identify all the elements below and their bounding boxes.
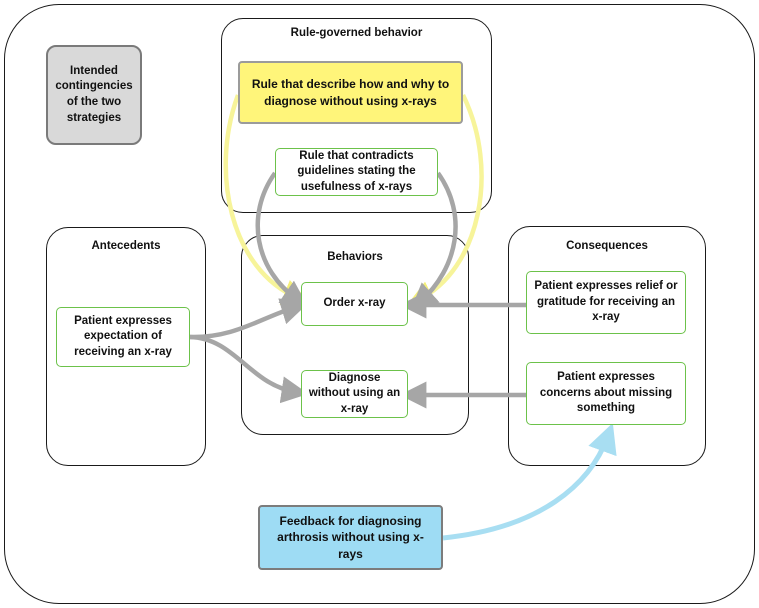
node-patient-expectation: Patient expresses expectation of receivi… (56, 307, 190, 367)
node-rule-contradicts: Rule that contradicts guidelines stating… (275, 148, 438, 196)
node-diagnose-without: Diagnose without using an x-ray (301, 370, 408, 418)
legend-intended-contingencies: Intended contingencies of the two strate… (46, 45, 142, 145)
group-title-behaviors: Behaviors (327, 251, 383, 263)
node-order-xray: Order x-ray (301, 282, 408, 326)
node-patient-concerns: Patient expresses concerns about missing… (526, 362, 686, 425)
group-title-antecedents: Antecedents (91, 240, 161, 252)
group-consequences: Consequences (508, 226, 706, 466)
group-title-rule-governed: Rule-governed behavior (290, 27, 423, 39)
group-title-consequences: Consequences (566, 240, 648, 252)
node-patient-relief: Patient expresses relief or gratitude fo… (526, 271, 686, 334)
node-feedback: Feedback for diagnosing arthrosis withou… (258, 505, 443, 570)
node-rule-describe: Rule that describe how and why to diagno… (238, 61, 463, 124)
